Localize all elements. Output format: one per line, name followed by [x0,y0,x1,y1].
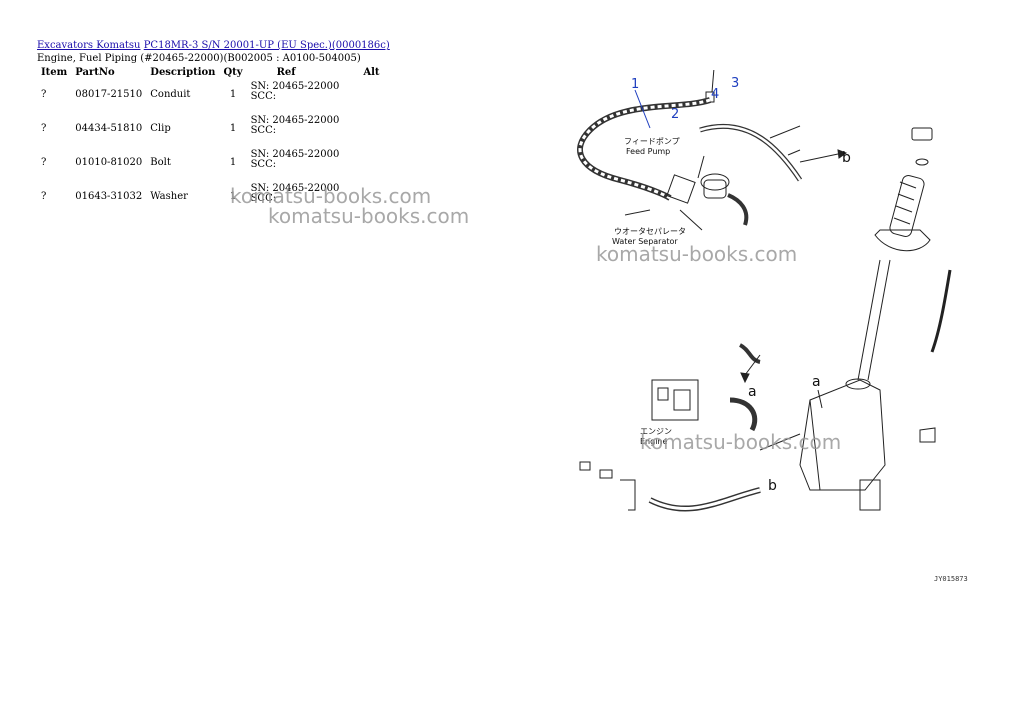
cell-qty: 1 [229,123,237,134]
ref-sn: SN: 20465-22000 [250,81,340,92]
cell-qty: 1 [229,157,237,168]
cell-description: Clip [150,123,171,134]
feed-pump-label-en: Feed Pump [626,147,670,156]
cell-item: ? [41,191,47,202]
breadcrumb-link-catalog[interactable]: Excavators Komatsu [37,40,141,51]
ref-scc: SCC: [250,125,277,136]
cell-item: ? [41,89,47,100]
cell-description: Conduit [150,89,191,100]
watermark: komatsu-books.com [230,184,432,208]
col-description: Description [150,67,216,78]
cell-partno: 08017-21510 [75,89,143,100]
cell-description: Washer [150,191,188,202]
col-qty: Qty [223,67,243,78]
fuel-tank [799,379,886,491]
table-header-row: Item PartNo Description Qty Ref Alt [37,66,384,82]
callout-1: 1 [631,77,639,92]
strainer [889,175,925,237]
breadcrumb-link-model[interactable]: PC18MR-3 S/N 20001-UP (EU Spec.)(0000186… [143,40,390,51]
breadcrumb: Excavators Komatsu PC18MR-3 S/N 20001-UP… [37,40,390,51]
callout-2: 2 [671,107,679,122]
feed-pump [666,174,696,204]
ref-scc: SCC: [250,193,277,204]
callout-3: 3 [731,76,739,91]
cell-alt [343,82,383,116]
ref-sn: SN: 20465-22000 [250,183,340,194]
arrow-label-a: a [748,384,757,400]
figure-id: JY015873 [934,575,968,583]
arrow-label-b: b [842,150,851,166]
feed-pump-label-jp: フィードポンプ [624,137,680,146]
cell-alt [343,116,383,150]
page-title: Engine, Fuel Piping (#20465-22000)(B0020… [37,53,361,64]
ref-scc: SCC: [250,159,277,170]
engine-label-jp: エンジン [640,427,672,436]
ref-scc: SCC: [250,91,277,102]
cell-item: ? [41,157,47,168]
cell-qty: 1 [229,191,237,202]
watermark: komatsu-books.com [268,204,470,228]
fuel-piping-diagram: 1 2 3 4 b a a b フィードポンプ Feed Pump ウオータセパ… [577,70,952,512]
watermark: komatsu-books.com [640,430,842,454]
ref-sn: SN: 20465-22000 [250,115,340,126]
col-alt: Alt [363,67,380,78]
arrow-label-a: a [812,374,821,390]
fuel-line-right [699,123,803,182]
cell-partno: 04434-51810 [75,123,143,134]
cell-item: ? [41,123,47,134]
cell-qty: 1 [229,89,237,100]
water-separator [700,173,730,199]
watermark: komatsu-books.com [596,242,798,266]
water-separator-label-jp: ウオータセパレータ [614,227,686,236]
cell-alt [343,150,383,184]
cell-description: Bolt [150,157,171,168]
fuel-cap [911,127,933,166]
engine [651,379,699,421]
col-partno: PartNo [75,67,115,78]
ref-sn: SN: 20465-22000 [250,149,340,160]
col-ref: Ref [276,67,296,78]
engine-label-en: Engine [640,437,667,446]
col-item: Item [41,67,68,78]
arrow-label-b: b [768,478,777,494]
callout-4: 4 [711,87,719,102]
cell-partno: 01010-81020 [75,157,143,168]
cell-partno: 01643-31032 [75,191,143,202]
parts-table: Item PartNo Description Qty Ref Alt ? 08… [37,66,384,218]
water-separator-label-en: Water Separator [612,237,678,246]
